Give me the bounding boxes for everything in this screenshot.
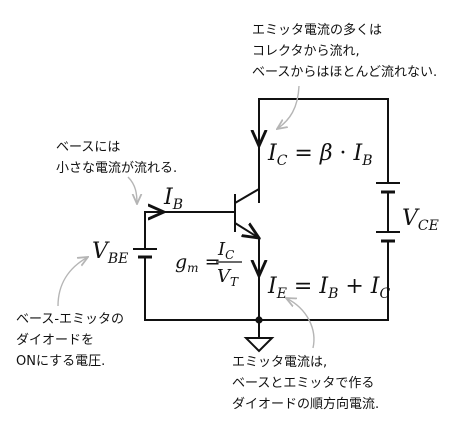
emitter-callout-arrow	[286, 298, 315, 349]
vbe-label: VBE	[92, 239, 128, 267]
svg-text:gm =: gm =	[175, 251, 221, 275]
ie-equation: IE = IB + IC	[267, 274, 390, 302]
ic-equation: IC = β · IB	[267, 141, 373, 169]
collector-callout-arrow	[277, 85, 300, 129]
vbe-note: ベース-エミッタの ダイオードを ONにする電圧.	[16, 312, 128, 369]
vbe-battery-icon	[133, 236, 157, 268]
collector-note: エミッタ電流の多くは コレクタから流れ, ベースからはほとんど流れない.	[252, 22, 437, 80]
emitter-note: エミッタ電流は, ベースとエミッタで作る ダイオードの順方向電流.	[232, 355, 379, 412]
base-wire	[144, 211, 235, 236]
ground-node-dot	[255, 316, 263, 324]
collector-wire	[258, 98, 389, 203]
circuit-wires	[144, 98, 389, 338]
vce-battery-icon	[376, 182, 400, 254]
ground-icon	[243, 337, 275, 353]
svg-text:IC: IC	[217, 239, 234, 262]
base-callout-arrow	[127, 176, 137, 204]
vbe-callout-arrow	[57, 257, 88, 307]
base-note: ベースには 小さな電流が流れる.	[56, 140, 177, 176]
vce-label: VCE	[402, 206, 439, 234]
npn-transistor-icon	[234, 188, 259, 238]
gm-equation: gm = IC VT	[175, 239, 242, 289]
svg-text:VT: VT	[217, 266, 239, 289]
vce-return-wire	[144, 254, 389, 321]
ib-label: IB	[163, 185, 183, 213]
